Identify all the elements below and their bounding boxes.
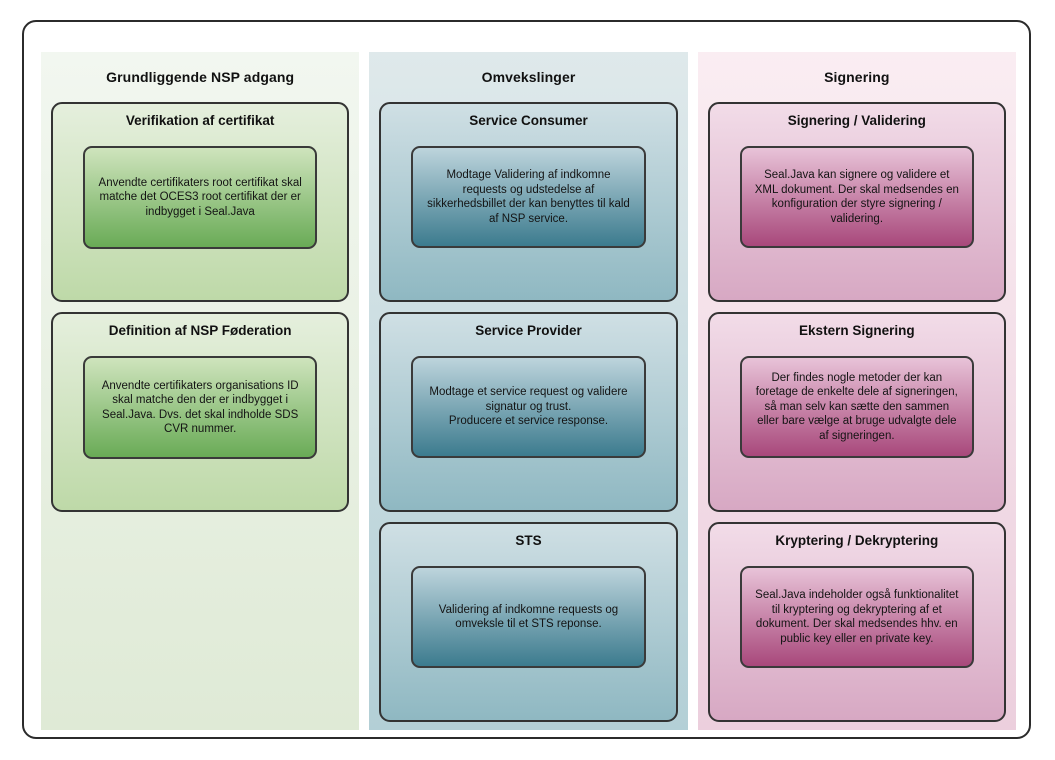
card-title-ekstern-signering: Ekstern Signering — [799, 323, 915, 338]
card-title-sts: STS — [515, 533, 542, 548]
card-title-service-consumer: Service Consumer — [469, 113, 588, 128]
card-note-service-consumer: Modtage Validering af indkomne requests … — [411, 146, 646, 248]
card-note-sts: Validering af indkomne requests og omvek… — [411, 566, 646, 668]
card-note-signering-validering: Seal.Java kan signere og validere et XML… — [739, 146, 974, 248]
column-title-signering: Signering — [824, 69, 890, 85]
card-title-signering-validering: Signering / Validering — [787, 113, 926, 128]
card-note-foederation: Anvendte certifikaters organisations ID … — [83, 356, 318, 459]
card-note-verifikation: Anvendte certifikaters root certifikat s… — [83, 146, 318, 249]
card-title-kryptering: Kryptering / Dekryptering — [775, 533, 939, 548]
card-title-service-provider: Service Provider — [475, 323, 582, 338]
column-title-omvekslinger: Omvekslinger — [481, 69, 576, 85]
card-title-foederation: Definition af NSP Føderation — [108, 323, 292, 338]
card-note-kryptering: Seal.Java indeholder også funktionalitet… — [739, 566, 974, 668]
card-title-verifikation: Verifikation af certifikat — [125, 113, 275, 128]
card-note-service-provider: Modtage et service request og validere s… — [411, 356, 646, 458]
card-note-ekstern-signering: Der findes nogle metoder der kan foretag… — [739, 356, 974, 458]
column-title-grundlaeggende: Grundliggende NSP adgang — [106, 69, 295, 85]
card-sts[interactable]: STS Validering af indkomne requests og om… — [379, 522, 678, 722]
